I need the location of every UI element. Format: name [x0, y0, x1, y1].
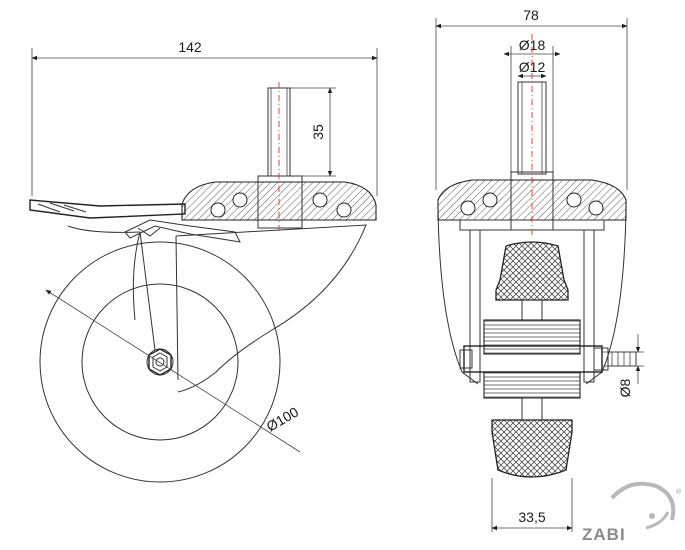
- dim-12-label: Ø12: [519, 59, 546, 75]
- wheel-front: [483, 241, 581, 478]
- dim-142-label: 142: [178, 39, 202, 55]
- zabi-logo: ZABI ®: [582, 481, 682, 544]
- wheel-side: [39, 241, 281, 483]
- stem-front: [517, 34, 547, 236]
- dimension-wheel-diameter: Ø100: [45, 289, 302, 453]
- fork-side: [67, 224, 367, 393]
- dim-33-5-label: 33,5: [518, 509, 545, 525]
- dim-8-label: Ø8: [617, 378, 633, 397]
- front-view: 78 Ø18 Ø12: [435, 7, 644, 532]
- dimension-stem-outer: Ø18: [503, 37, 561, 176]
- fork-legs-front: [469, 229, 595, 383]
- registered-mark: ®: [676, 488, 682, 496]
- dim-wheel-dia-label: Ø100: [264, 404, 302, 435]
- dim-35-label: 35: [310, 124, 326, 140]
- dimension-axle: Ø8: [602, 334, 644, 397]
- side-view: 142 35: [29, 39, 378, 483]
- stem-side: [267, 82, 291, 230]
- dim-18-label: Ø18: [519, 37, 546, 53]
- dimension-width-overall: 142: [31, 39, 378, 196]
- dim-78-label: 78: [523, 7, 539, 23]
- logo-text: ZABI: [582, 525, 626, 544]
- dimension-stem-height: 35: [285, 87, 336, 177]
- dimension-tread-width: 33,5: [491, 478, 573, 532]
- dimension-width-side: 78: [435, 7, 628, 190]
